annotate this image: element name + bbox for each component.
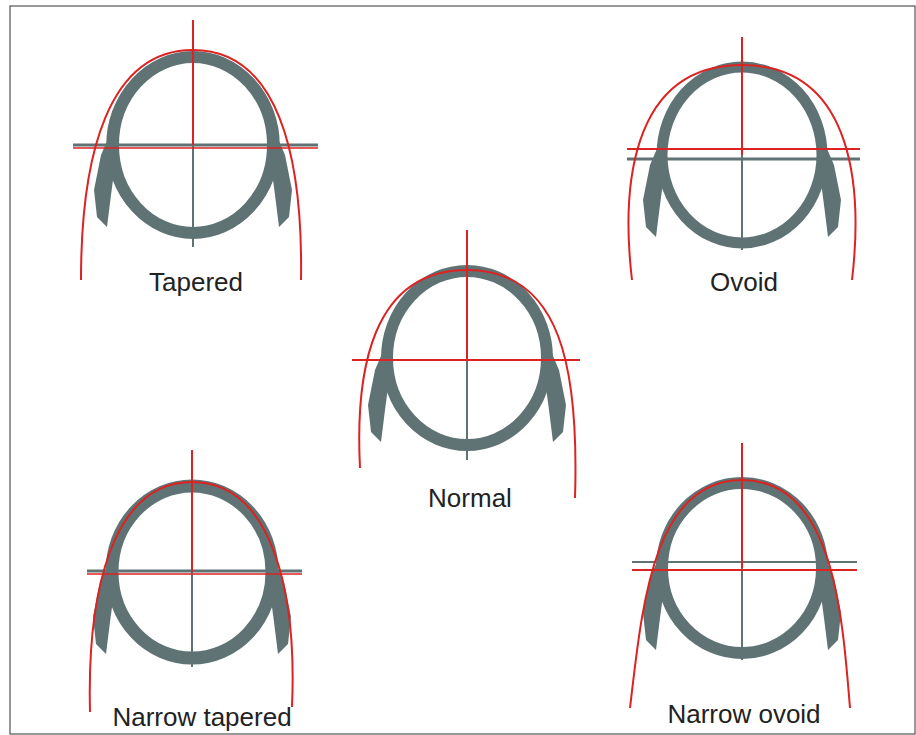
arch-form-label: Narrow tapered — [112, 703, 291, 732]
tapered-arch — [73, 20, 318, 280]
arch-form-label: Narrow ovoid — [667, 700, 820, 729]
arch-form-label: Normal — [428, 484, 512, 513]
narrow-tapered-arch — [87, 450, 302, 712]
narrow-ovoid-arch — [630, 443, 857, 708]
normal-arch — [352, 230, 580, 498]
arch-form-label: Tapered — [149, 268, 243, 297]
ovoid-arch — [627, 37, 860, 280]
arch-form-label: Ovoid — [710, 268, 778, 297]
frame — [10, 6, 915, 734]
